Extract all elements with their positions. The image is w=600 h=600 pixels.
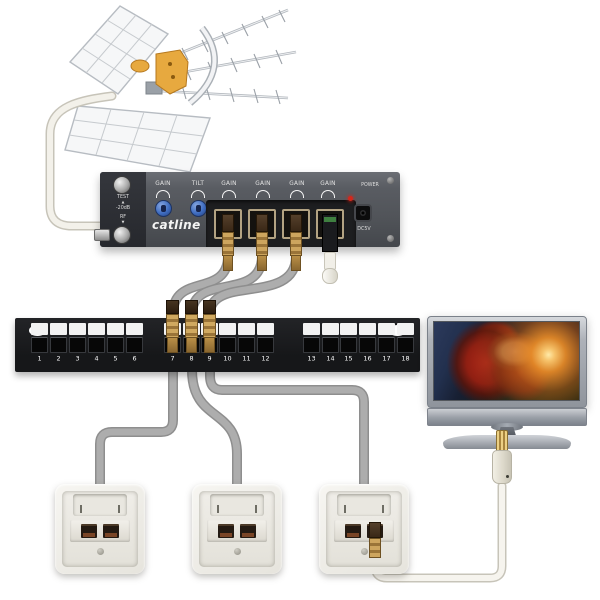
coax-plug-panel-7 [166,300,179,353]
panel-port-11: 11 [238,318,255,372]
coax-plug-outlet-3 [369,522,381,558]
wall-outlet-2 [192,484,282,574]
rotate-arrow-icon [256,190,270,198]
antenna-cable [45,91,119,231]
panel-port-16: 16 [359,318,376,372]
rotate-arrow-icon [290,190,304,198]
wall-outlet-3 [319,484,409,574]
knob-label: GAIN [289,180,305,187]
iec-plug-tip-icon [496,430,508,452]
panel-port-12: 12 [257,318,274,372]
iec-plug-body-icon [492,450,512,484]
rf-port-connector-icon [113,226,131,244]
screw-icon [361,548,368,555]
panel-port-10: 10 [219,318,236,372]
outlet-jack-right [240,524,256,538]
rf-connector-barrel-icon [94,229,110,241]
coax-plug-amp-1 [222,214,234,271]
rj45-plug-tip [322,268,338,284]
knob-label: GAIN [221,180,237,187]
panel-port-15: 15 [340,318,357,372]
outlet-jack-left [345,524,361,538]
power-led-icon [348,196,353,201]
panel-port-13: 13 [303,318,320,372]
rotate-arrow-icon [321,190,335,198]
knob-label: TILT [191,180,205,187]
test-port-connector-icon [113,176,131,194]
up-arrow-icon: ▲ [121,200,125,205]
rj45-plug-icon [322,214,338,252]
patch-panel: 1 2 3 4 5 6 7 8 9 10 11 12 13 14 15 16 1… [15,318,420,372]
multimedia-amplifier: TEST ▲ -20dB RF ▼ catline GAIN TILT GAIN… [94,172,400,247]
knob-dial [189,200,207,217]
test-label: TEST [117,194,129,200]
outlet-jack-right [103,524,119,538]
dc-voltage-label: DC5V [357,226,371,232]
power-label: POWER [361,182,379,188]
panel-port-3: 3 [69,318,86,372]
wall-outlet-1 [55,484,145,574]
flat-screen-tv [427,316,587,450]
knob-label: GAIN [255,180,271,187]
attenuation-label: -20dB [115,205,131,211]
panel-port-18: 18 [397,318,414,372]
screw-icon [97,548,104,555]
panel-port-14: 14 [322,318,339,372]
dc-power-jack-icon [354,204,372,222]
outlet-label-window [337,494,391,516]
screw-icon [387,177,394,184]
screw-icon [387,235,394,242]
rotate-arrow-icon [222,190,236,198]
coax-plug-amp-2 [256,214,268,271]
brand-logo: catline [152,218,201,232]
outlet-jack-left [218,524,234,538]
panel-port-6: 6 [126,318,143,372]
antenna-clamp [130,49,189,95]
panel-port-2: 2 [50,318,67,372]
knob-label: GAIN [155,180,171,187]
coax-plug-amp-3 [290,214,302,271]
outlet-label-window [73,494,127,516]
panel-port-5: 5 [107,318,124,372]
tv-screen-movie-scene [433,321,580,401]
panel-port-1: 1 [31,318,48,372]
coax-plug-panel-8 [185,300,198,353]
uhf-antenna-icon [64,5,297,173]
panel-port-4: 4 [88,318,105,372]
rotate-arrow-icon [191,190,205,198]
knob-dial [154,200,172,217]
outlet-jack-left [81,524,97,538]
rf-label: RF [119,214,127,220]
gain-knob-1: GAIN [151,180,175,217]
rotate-arrow-icon [156,190,170,198]
panel-to-outlet-cables [95,369,369,490]
knob-label: GAIN [320,180,336,187]
coax-plug-panel-9 [203,300,216,353]
outlet-label-window [210,494,264,516]
down-arrow-icon: ▼ [121,220,125,225]
panel-port-17: 17 [378,318,395,372]
screw-icon [234,548,241,555]
amp-input-panel: TEST ▲ -20dB RF ▼ [94,172,146,247]
